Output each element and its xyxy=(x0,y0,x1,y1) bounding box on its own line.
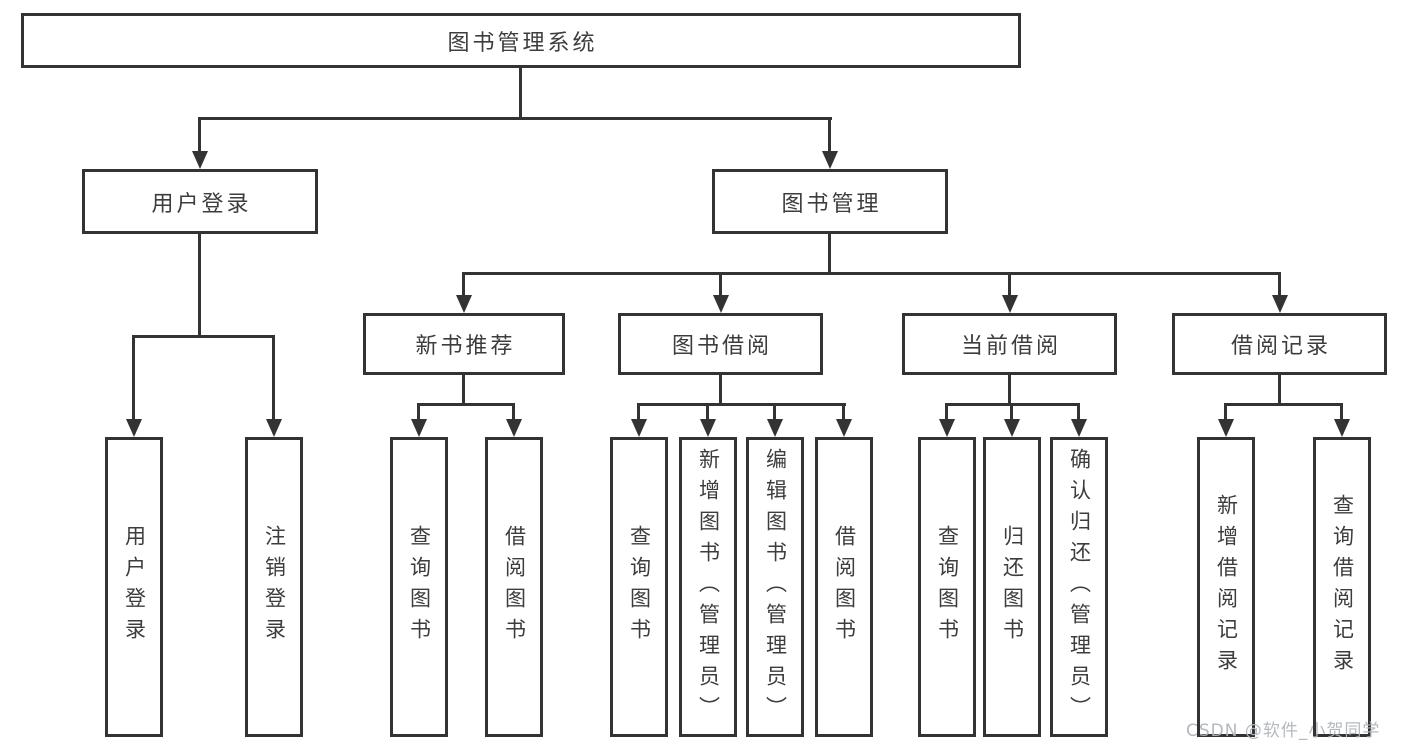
leaf-cb-confirm-return-label: 确认归还（管理员） xyxy=(1067,447,1092,727)
node-book-management: 图书管理 xyxy=(712,169,948,234)
connector-root-horizontal xyxy=(198,117,832,120)
node-root-label: 图书管理系统 xyxy=(447,30,598,56)
connector-stem xyxy=(1008,272,1011,297)
leaf-bb-query-book-label: 查询图书 xyxy=(627,525,652,649)
leaf-user-login: 用户登录 xyxy=(105,437,163,737)
node-current-borrow-label: 当前借阅 xyxy=(960,334,1061,359)
node-new-book-recommend-label: 新书推荐 xyxy=(415,334,516,359)
arrow-down-icon xyxy=(1002,295,1018,313)
connector-vertical xyxy=(1008,375,1011,406)
node-book-management-label: 图书管理 xyxy=(781,191,882,217)
leaf-bb-add-book: 新增图书（管理员） xyxy=(679,437,737,737)
leaf-bb-borrow-book: 借阅图书 xyxy=(815,437,873,737)
leaf-cb-confirm-return: 确认归还（管理员） xyxy=(1050,437,1108,737)
leaf-bb-edit-book-label: 编辑图书（管理员） xyxy=(763,447,788,727)
leaf-cb-return-book-label: 归还图书 xyxy=(1000,525,1025,649)
arrow-down-icon xyxy=(126,419,142,437)
connector-horizontal xyxy=(1224,403,1343,406)
connector-vertical xyxy=(1278,375,1281,406)
leaf-cb-return-book: 归还图书 xyxy=(983,437,1041,737)
leaf-cb-query-book: 查询图书 xyxy=(918,437,976,737)
connector-stem xyxy=(945,403,948,421)
connector-horizontal xyxy=(462,272,1281,275)
connector-stem xyxy=(462,272,465,297)
connector-stem xyxy=(773,403,776,421)
leaf-bb-query-book: 查询图书 xyxy=(610,437,668,737)
connector-stem xyxy=(1224,403,1227,421)
arrow-down-icon xyxy=(456,295,472,313)
connector-stem xyxy=(198,117,201,153)
leaf-logout: 注销登录 xyxy=(245,437,303,737)
connector-horizontal xyxy=(637,403,846,406)
leaf-rec-borrow-book-label: 借阅图书 xyxy=(502,525,527,649)
connector-stem xyxy=(512,403,515,421)
connector-stem xyxy=(1340,403,1343,421)
connector-stem xyxy=(719,272,722,297)
node-new-book-recommend: 新书推荐 xyxy=(363,313,565,375)
connector-stem xyxy=(842,403,845,421)
arrow-down-icon xyxy=(1071,419,1087,437)
leaf-rec-query-book: 查询图书 xyxy=(390,437,448,737)
arrow-down-icon xyxy=(836,419,852,437)
connector-root-vertical xyxy=(519,68,522,120)
connector-stem xyxy=(1077,403,1080,421)
node-user-login-label: 用户登录 xyxy=(151,191,252,217)
leaf-cb-query-book-label: 查询图书 xyxy=(935,525,960,649)
leaf-bb-add-book-label: 新增图书（管理员） xyxy=(696,447,721,727)
leaf-rec-query-book-label: 查询图书 xyxy=(407,525,432,649)
connector-stem xyxy=(706,403,709,421)
connector-stem xyxy=(1278,272,1281,297)
connector-vertical xyxy=(462,375,465,406)
arrow-down-icon xyxy=(822,151,838,169)
csdn-watermark: CSDN @软件_小贺同学 xyxy=(1186,721,1381,741)
arrow-down-icon xyxy=(1334,419,1350,437)
leaf-br-add-record: 新增借阅记录 xyxy=(1197,437,1255,737)
connector-horizontal xyxy=(417,403,515,406)
leaf-rec-borrow-book: 借阅图书 xyxy=(485,437,543,737)
connector-stem xyxy=(1010,403,1013,421)
leaf-br-add-record-label: 新增借阅记录 xyxy=(1214,494,1239,680)
leaf-br-query-record-label: 查询借阅记录 xyxy=(1330,494,1355,680)
node-book-borrow: 图书借阅 xyxy=(618,313,823,375)
arrow-down-icon xyxy=(1218,419,1234,437)
leaf-br-query-record: 查询借阅记录 xyxy=(1313,437,1371,737)
connector-vertical xyxy=(719,375,722,406)
arrow-down-icon xyxy=(939,419,955,437)
node-book-borrow-label: 图书借阅 xyxy=(671,334,772,359)
arrow-down-icon xyxy=(700,419,716,437)
arrow-down-icon xyxy=(411,419,427,437)
node-current-borrow: 当前借阅 xyxy=(902,313,1117,375)
node-borrow-records-label: 借阅记录 xyxy=(1230,334,1331,359)
arrow-down-icon xyxy=(192,151,208,169)
arrow-down-icon xyxy=(506,419,522,437)
arrow-down-icon xyxy=(631,419,647,437)
connector-vertical xyxy=(828,234,831,275)
leaf-bb-borrow-book-label: 借阅图书 xyxy=(832,525,857,649)
connector-stem xyxy=(272,335,275,421)
connector-stem xyxy=(417,403,420,421)
arrow-down-icon xyxy=(1272,295,1288,313)
node-borrow-records: 借阅记录 xyxy=(1172,313,1387,375)
node-root: 图书管理系统 xyxy=(21,13,1021,68)
connector-stem xyxy=(637,403,640,421)
leaf-user-login-label: 用户登录 xyxy=(122,525,147,649)
arrow-down-icon xyxy=(1004,419,1020,437)
connector-vertical xyxy=(198,234,201,338)
arrow-down-icon xyxy=(266,419,282,437)
connector-stem xyxy=(828,117,831,153)
connector-stem xyxy=(132,335,135,421)
arrow-down-icon xyxy=(713,295,729,313)
node-user-login: 用户登录 xyxy=(82,169,318,234)
arrow-down-icon xyxy=(767,419,783,437)
leaf-logout-label: 注销登录 xyxy=(262,525,287,649)
connector-horizontal xyxy=(132,335,275,338)
leaf-bb-edit-book: 编辑图书（管理员） xyxy=(746,437,804,737)
